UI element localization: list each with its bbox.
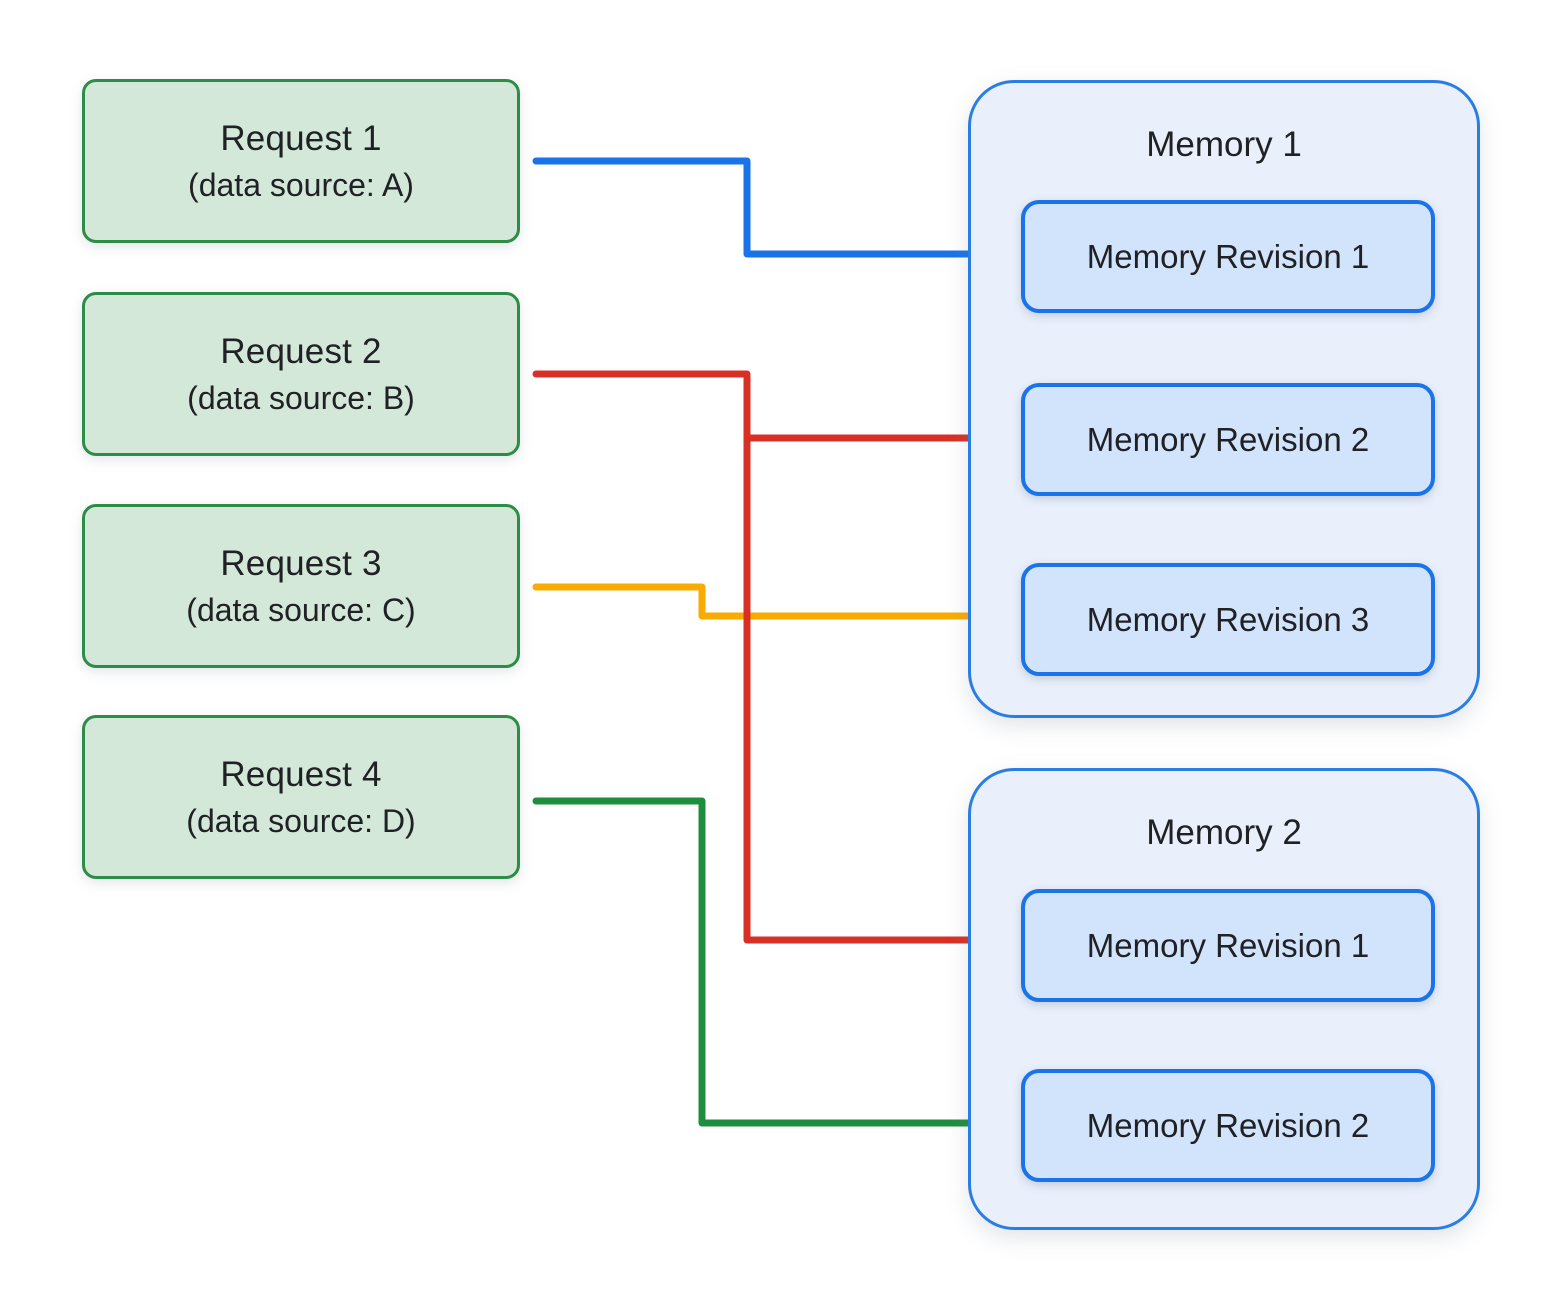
connector-request2-memory1-revision2	[743, 418, 1006, 458]
memory-2-container: Memory 2 Memory Revision 1 Memory Revisi…	[968, 768, 1480, 1230]
request-box-1: Request 1 (data source: A)	[82, 79, 520, 243]
memory-1-revision-3: Memory Revision 3	[1021, 563, 1435, 676]
request-title: Request 4	[220, 754, 382, 794]
request-title: Request 3	[220, 543, 382, 583]
request-title: Request 2	[220, 331, 382, 371]
request-title: Request 1	[220, 118, 382, 158]
request-subtitle: (data source: D)	[186, 802, 416, 839]
memory-2-revision-2: Memory Revision 2	[1021, 1069, 1435, 1182]
memory-1-title: Memory 1	[1146, 125, 1302, 164]
request-subtitle: (data source: C)	[186, 591, 416, 628]
memory-1-revision-1: Memory Revision 1	[1021, 200, 1435, 313]
connector-request2-memory2-revision1	[532, 370, 1006, 960]
memory-2-revision-1: Memory Revision 1	[1021, 889, 1435, 1002]
connector-request1-memory1-revision1	[532, 157, 1006, 274]
request-box-4: Request 4 (data source: D)	[82, 715, 520, 879]
connector-request3-memory1-revision3	[532, 583, 1006, 636]
memory-1-container: Memory 1 Memory Revision 1 Memory Revisi…	[968, 80, 1480, 718]
memory-2-title: Memory 2	[1146, 813, 1302, 852]
request-box-3: Request 3 (data source: C)	[82, 504, 520, 668]
memory-1-revision-2: Memory Revision 2	[1021, 383, 1435, 496]
request-box-2: Request 2 (data source: B)	[82, 292, 520, 456]
connector-request4-memory2-revision2	[532, 797, 1006, 1143]
request-subtitle: (data source: A)	[188, 166, 414, 203]
request-subtitle: (data source: B)	[187, 379, 415, 416]
